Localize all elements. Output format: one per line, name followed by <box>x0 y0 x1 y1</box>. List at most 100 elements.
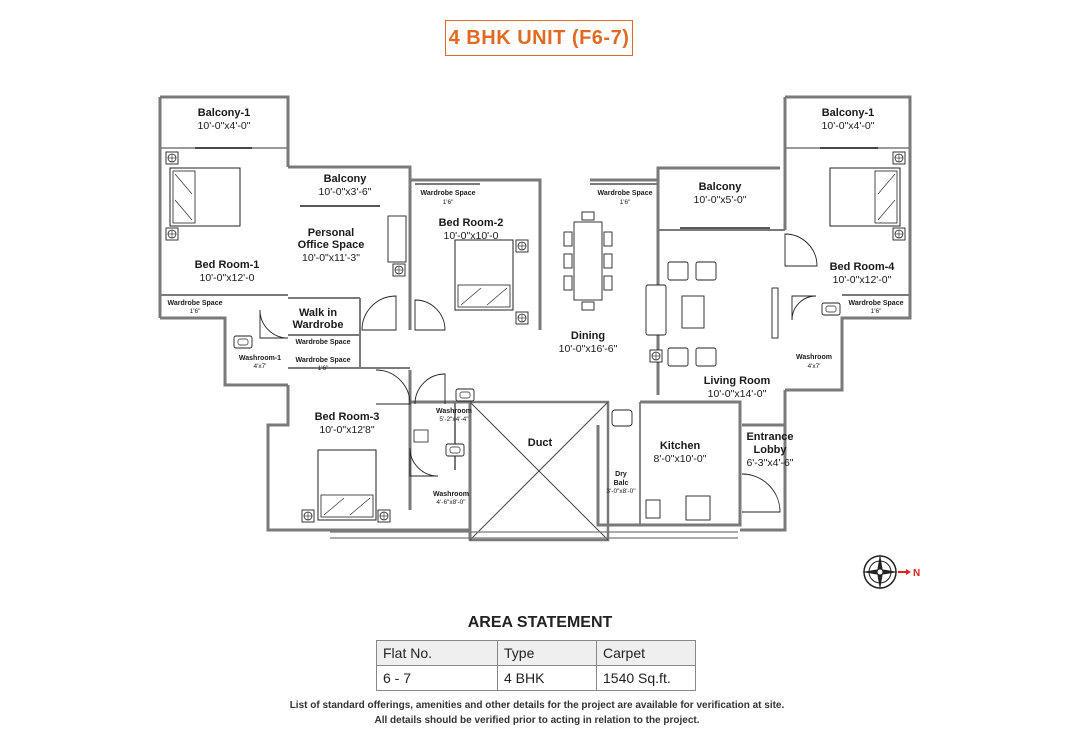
doors <box>259 233 818 513</box>
bedroom4-dim: 10'-0"x12'-0" <box>833 274 892 286</box>
wardrobe-dining-dim: 1'6" <box>620 199 631 206</box>
basin-icon <box>413 429 429 443</box>
washroom-small-dim: 4'-6"x8'-0" <box>436 499 466 506</box>
bedroom1-name: Bed Room-1 <box>195 259 260 271</box>
bed-2 <box>454 239 514 311</box>
nightstand-icon <box>301 509 315 523</box>
toilet-icon <box>455 388 475 402</box>
washroom-right-dim: 4'x7' <box>808 363 821 370</box>
bed-3 <box>317 449 377 521</box>
bedroom2-name: Bed Room-2 <box>439 217 504 229</box>
drybalc-name-2: Balc <box>614 480 629 487</box>
wardrobe-br4-dim: 1'6" <box>871 308 882 315</box>
wardrobe-br2-name: Wardrobe Space <box>421 190 476 197</box>
entrance-name-2: Lobby <box>754 444 788 456</box>
header-carpet: Carpet <box>596 640 696 666</box>
drybalc-dim: 3'-0"x8'-0" <box>606 488 636 495</box>
duct-cross <box>469 401 609 541</box>
area-statement-title: AREA STATEMENT <box>467 614 613 631</box>
washroom1-dim: 4'x7' <box>254 363 267 370</box>
living-dim: 10'-0"x14'-0" <box>708 388 767 400</box>
office-desk <box>387 215 407 263</box>
balcony-living-dim: 10'-0"x5'-0" <box>694 194 747 206</box>
wardrobe-walkin1: Wardrobe Space <box>296 339 351 346</box>
office-name-1: Personal <box>308 227 354 239</box>
balcony1-right-name: Balcony-1 <box>822 107 875 119</box>
living-name: Living Room <box>704 375 771 387</box>
exterior-walls <box>158 95 912 542</box>
toilet-icon <box>233 335 253 349</box>
balcony-office-name: Balcony <box>324 173 368 185</box>
bed-4 <box>829 167 901 227</box>
sink-icon <box>611 409 633 427</box>
balcony-railings <box>195 147 878 229</box>
dining-table <box>563 211 613 311</box>
cell-type: 4 BHK <box>497 665 597 691</box>
bed-1 <box>169 167 241 227</box>
side-table-icon <box>649 349 663 363</box>
cell-carpet: 1540 Sq.ft. <box>596 665 696 691</box>
bottom-railing <box>330 531 738 539</box>
bedroom4-name: Bed Room-4 <box>830 261 896 273</box>
compass-north-label: N <box>913 568 920 579</box>
internal-walls <box>160 183 910 470</box>
header-type: Type <box>497 640 597 666</box>
bedroom3-name: Bed Room-3 <box>315 411 380 423</box>
nightstand-icon <box>165 151 179 165</box>
kitchen-sink-icon <box>645 499 661 519</box>
wardrobe-walkin2-dim: 1'6" <box>318 365 329 372</box>
table-row: 6 - 7 4 BHK 1540 Sq.ft. <box>376 665 696 691</box>
wardrobe-br1-name: Wardrobe Space <box>168 300 223 307</box>
nightstand-icon <box>515 311 529 325</box>
bedroom1-dim: 10'-0"x12'-0 <box>199 272 254 284</box>
wardrobe-br1-dim: 1'6" <box>190 308 201 315</box>
toilet-icon <box>445 443 465 457</box>
balcony-office-dim: 10'-0"x3'-6" <box>319 186 372 198</box>
duct-label: Duct <box>528 437 553 449</box>
dining-dim: 10'-0"x16'-6" <box>559 343 618 355</box>
disclaimer-line-2: All details should be verified prior to … <box>374 715 700 726</box>
unit-title: 4 BHK UNIT (F6-7) <box>448 26 630 49</box>
nightstand-icon <box>515 239 529 253</box>
balcony-living-name: Balcony <box>699 181 743 193</box>
disclaimer-line-1: List of standard offerings, amenities an… <box>289 700 785 711</box>
drybalc-name-1: Dry <box>615 471 627 478</box>
office-dim: 10'-0"x11'-3" <box>302 252 360 264</box>
office-name-2: Office Space <box>298 239 365 251</box>
cell-flat-no: 6 - 7 <box>376 665 498 691</box>
nightstand-icon <box>892 227 906 241</box>
washroom1-name: Washroom-1 <box>239 355 281 362</box>
wardrobe-br2-dim: 1'6" <box>443 199 454 206</box>
unit-title-box: 4 BHK UNIT (F6-7) <box>445 20 633 56</box>
walkin-name-2: Wardrobe <box>293 319 344 331</box>
office-stool-icon <box>392 263 406 277</box>
entrance-dim: 6'-3"x4'-6" <box>746 457 793 469</box>
wardrobe-walkin2-name: Wardrobe Space <box>296 357 351 364</box>
washroom-mid-name: Washroom <box>436 408 472 415</box>
entrance-name-1: Entrance <box>746 431 793 443</box>
balcony1-left-name: Balcony-1 <box>198 107 251 119</box>
living-furniture <box>645 261 779 367</box>
wardrobe-br4-name: Wardrobe Space <box>849 300 904 307</box>
balcony1-left-dim: 10'-0"x4'-0" <box>198 120 251 132</box>
floor-plan: Balcony-1 10'-0"x4'-0" Balcony 10'-0"x3'… <box>158 95 920 590</box>
bedroom3-dim: 10'-0"x12'8" <box>319 424 375 436</box>
area-statement-table: Flat No. Type Carpet 6 - 7 4 BHK 1540 Sq… <box>376 640 696 691</box>
hob-icon <box>685 495 711 521</box>
compass-icon: N <box>862 554 920 590</box>
kitchen-dim: 8'-0"x10'-0" <box>654 453 707 465</box>
washroom-right-name: Washroom <box>796 354 832 361</box>
balcony1-right-dim: 10'-0"x4'-0" <box>822 120 875 132</box>
table-header-row: Flat No. Type Carpet <box>376 640 696 666</box>
washroom-mid-dim: 5'-2"x4'-4" <box>439 416 469 423</box>
wardrobe-dining-name: Wardrobe Space <box>598 190 653 197</box>
header-flat-no: Flat No. <box>376 640 498 666</box>
bedroom2-dim: 10'-0"x10'-0 <box>443 230 498 242</box>
kitchen-name: Kitchen <box>660 440 701 452</box>
washroom-small-name: Washroom <box>433 491 469 498</box>
nightstand-icon <box>165 227 179 241</box>
nightstand-icon <box>377 509 391 523</box>
toilet-icon <box>821 302 841 316</box>
dining-name: Dining <box>571 330 605 342</box>
walkin-name-1: Walk in <box>299 307 337 319</box>
